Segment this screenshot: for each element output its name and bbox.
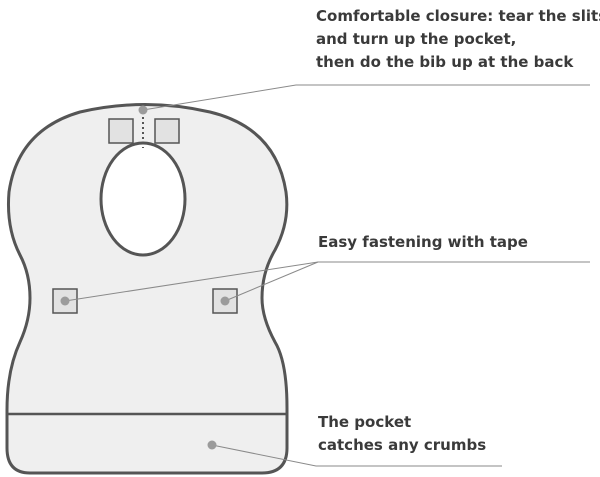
- closure-slit-right: [154, 118, 180, 144]
- pocket-callout-line-2: catches any crumbs: [318, 436, 487, 454]
- leader-line-tape-right: [224, 261, 319, 302]
- tape-right-dot: [220, 296, 230, 306]
- pocket-callout-line-1: The pocket: [318, 413, 412, 431]
- pocket-dot: [207, 440, 217, 450]
- closure-callout-line-3: then do the bib up at the back: [316, 53, 574, 71]
- closure-dot: [138, 105, 148, 115]
- leader-line-closure: [142, 84, 590, 111]
- tape-callout-line-1: Easy fastening with tape: [318, 233, 528, 251]
- closure-callout: Comfortable closure: tear the slits and …: [316, 5, 600, 74]
- closure-slit-left: [108, 118, 134, 144]
- closure-callout-line-2: and turn up the pocket,: [316, 30, 517, 48]
- pocket-callout: The pocket catches any crumbs: [318, 411, 486, 457]
- neck-hole: [99, 141, 187, 257]
- closure-callout-line-1: Comfortable closure: tear the slits: [316, 7, 600, 25]
- tape-left-dot: [60, 296, 70, 306]
- leader-line-pocket: [211, 444, 502, 467]
- tape-callout: Easy fastening with tape: [318, 231, 528, 254]
